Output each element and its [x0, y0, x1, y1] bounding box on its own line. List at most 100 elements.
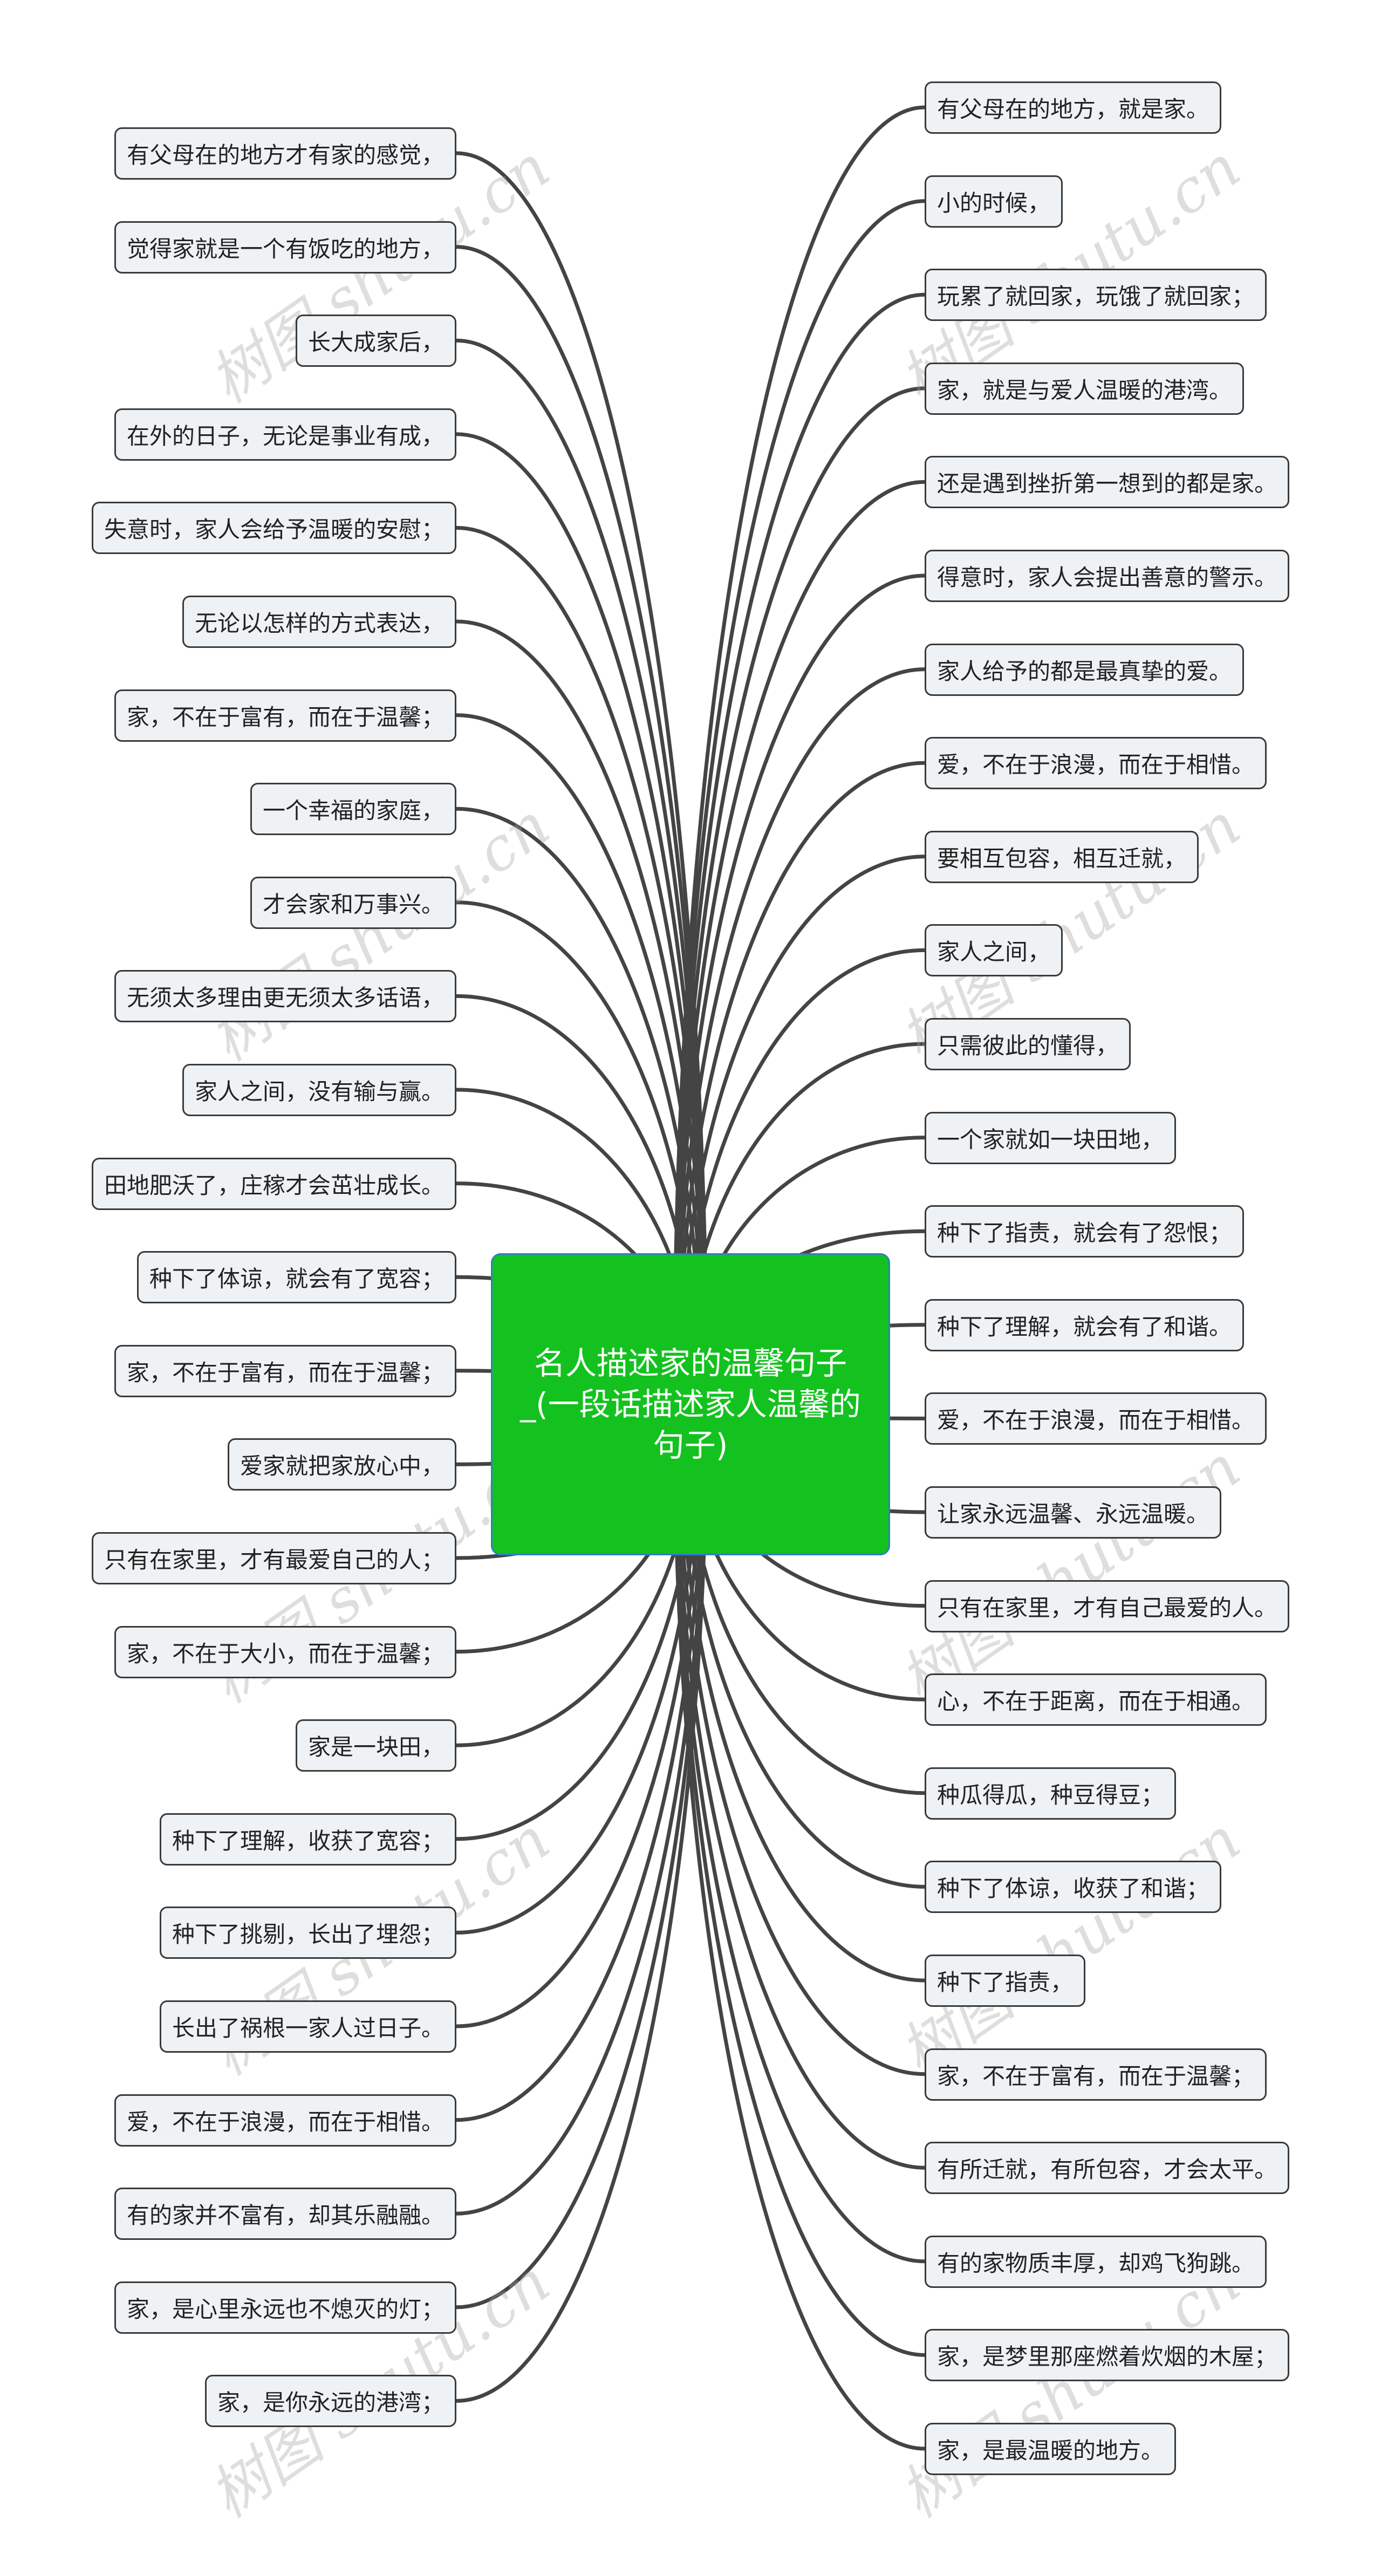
topic-label: 无论以怎样的方式表达，: [194, 610, 444, 637]
topic-label: 只有在家里，才有最爱自己的人；: [104, 1547, 444, 1573]
topic-label: 失意时，家人会给予温暖的安慰；: [104, 516, 444, 543]
right-topic-node[interactable]: 小的时候，: [925, 175, 1063, 228]
right-topic-node[interactable]: 家人之间，: [925, 924, 1063, 977]
topic-label: 种下了体谅，就会有了宽容；: [149, 1266, 444, 1293]
left-topic-node[interactable]: 田地肥沃了，庄稼才会茁壮成长。: [91, 1157, 456, 1210]
topic-label: 一个家就如一块田地，: [937, 1126, 1164, 1153]
topic-label: 家，不在于大小，而在于温馨；: [126, 1640, 444, 1667]
topic-label: 只有在家里，才有自己最爱的人。: [937, 1594, 1277, 1621]
left-topic-node[interactable]: 种下了理解，收获了宽容；: [159, 1813, 456, 1866]
left-topic-node[interactable]: 觉得家就是一个有饭吃的地方，: [114, 221, 456, 274]
topic-label: 家是一块田，: [307, 1734, 444, 1761]
connector-line: [456, 619, 708, 1403]
left-topic-node[interactable]: 爱，不在于浪漫，而在于相惜。: [114, 2094, 456, 2147]
right-topic-node[interactable]: 心，不在于距离，而在于相通。: [925, 1673, 1267, 1726]
right-topic-node[interactable]: 有的家物质丰厚，却鸡飞狗跳。: [925, 2235, 1267, 2288]
topic-label: 得意时，家人会提出善意的警示。: [937, 564, 1277, 591]
topic-label: 种下了理解，收获了宽容；: [172, 1827, 444, 1854]
left-topic-node[interactable]: 家是一块田，: [295, 1719, 456, 1772]
right-topic-node[interactable]: 一个家就如一块田地，: [925, 1111, 1177, 1164]
left-topic-node[interactable]: 在外的日子，无论是事业有成，: [114, 408, 456, 461]
topic-label: 有的家并不富有，却其乐融融。: [126, 2202, 444, 2229]
right-topic-node[interactable]: 还是遇到挫折第一想到的都是家。: [925, 456, 1290, 509]
central-topic-label: 名人描述家的温馨句子_(一段话描述家人温馨的句子): [520, 1345, 861, 1464]
topic-label: 爱，不在于浪漫，而在于相惜。: [937, 751, 1255, 778]
right-topic-node[interactable]: 让家永远温馨、永远温暖。: [925, 1486, 1222, 1539]
right-topic-node[interactable]: 种下了理解，就会有了和谐。: [925, 1299, 1245, 1351]
left-topic-node[interactable]: 一个幸福的家庭，: [250, 783, 456, 836]
right-topic-node[interactable]: 家，就是与爱人温暖的港湾。: [925, 362, 1245, 415]
left-topic-node[interactable]: 家人之间，没有输与赢。: [182, 1064, 456, 1116]
topic-label: 种下了理解，就会有了和谐。: [937, 1313, 1232, 1340]
right-topic-node[interactable]: 家，不在于富有，而在于温馨；: [925, 2048, 1267, 2101]
topic-label: 种下了指责，: [937, 1969, 1074, 1996]
topic-label: 玩累了就回家，玩饿了就回家；: [937, 283, 1255, 310]
right-topic-node[interactable]: 种瓜得瓜，种豆得豆；: [925, 1767, 1177, 1820]
topic-label: 有所迁就，有所包容，才会太平。: [937, 2156, 1277, 2183]
topic-label: 家，不在于富有，而在于温馨；: [126, 703, 444, 730]
left-topic-node[interactable]: 长大成家后，: [295, 315, 456, 367]
central-topic[interactable]: 名人描述家的温馨句子_(一段话描述家人温馨的句子): [491, 1253, 890, 1555]
left-topic-node[interactable]: 才会家和万事兴。: [250, 876, 456, 929]
topic-label: 让家永远温馨、永远温暖。: [937, 1501, 1209, 1527]
topic-label: 才会家和万事兴。: [262, 891, 444, 918]
topic-label: 家，是最温暖的地方。: [937, 2437, 1164, 2464]
right-topic-node[interactable]: 有所迁就，有所包容，才会太平。: [925, 2142, 1290, 2195]
topic-label: 家，不在于富有，而在于温馨；: [126, 1359, 444, 1386]
right-topic-node[interactable]: 家，是梦里那座燃着炊烟的木屋；: [925, 2329, 1290, 2382]
right-topic-node[interactable]: 家，是最温暖的地方。: [925, 2423, 1177, 2475]
left-topic-node[interactable]: 种下了体谅，就会有了宽容；: [136, 1251, 456, 1304]
topic-label: 家人给予的都是最真挚的爱。: [937, 658, 1232, 685]
topic-label: 有的家物质丰厚，却鸡飞狗跳。: [937, 2250, 1255, 2277]
topic-label: 家，不在于富有，而在于温馨；: [937, 2062, 1255, 2089]
topic-label: 家人之间，没有输与赢。: [194, 1078, 444, 1105]
connector-line: [675, 1402, 925, 2076]
left-topic-node[interactable]: 家，不在于富有，而在于温馨；: [114, 1344, 456, 1397]
topic-label: 还是遇到挫折第一想到的都是家。: [937, 470, 1277, 497]
topic-label: 爱，不在于浪漫，而在于相惜。: [937, 1407, 1255, 1434]
topic-label: 有父母在的地方才有家的感觉，: [126, 142, 444, 168]
right-topic-node[interactable]: 有父母在的地方，就是家。: [925, 81, 1222, 134]
connector-line: [673, 1402, 925, 2170]
topic-label: 家，是你永远的港湾；: [217, 2389, 444, 2416]
left-topic-node[interactable]: 无须太多理由更无须太多话语，: [114, 970, 456, 1023]
left-topic-node[interactable]: 家，是心里永远也不熄灭的灯；: [114, 2281, 456, 2334]
topic-label: 要相互包容，相互迁就，: [937, 845, 1187, 872]
right-topic-node[interactable]: 爱，不在于浪漫，而在于相惜。: [925, 1392, 1267, 1445]
right-topic-node[interactable]: 只有在家里，才有自己最爱的人。: [925, 1580, 1290, 1632]
right-topic-node[interactable]: 要相互包容，相互迁就，: [925, 830, 1199, 883]
right-topic-node[interactable]: 家人给予的都是最真挚的爱。: [925, 643, 1245, 696]
left-topic-node[interactable]: 有父母在的地方才有家的感觉，: [114, 127, 456, 180]
topic-label: 家人之间，: [937, 939, 1051, 966]
right-topic-node[interactable]: 玩累了就回家，玩饿了就回家；: [925, 269, 1267, 322]
left-topic-node[interactable]: 种下了挑剔，长出了埋怨；: [159, 1907, 456, 1959]
topic-label: 只需彼此的懂得，: [937, 1033, 1119, 1059]
topic-label: 种下了挑剔，长出了埋怨；: [172, 1921, 444, 1948]
left-topic-node[interactable]: 爱家就把家放心中，: [227, 1438, 456, 1491]
right-topic-node[interactable]: 得意时，家人会提出善意的警示。: [925, 550, 1290, 602]
left-topic-node[interactable]: 家，不在于大小，而在于温馨；: [114, 1625, 456, 1678]
left-topic-node[interactable]: 只有在家里，才有最爱自己的人；: [91, 1532, 456, 1584]
left-topic-node[interactable]: 家，是你永远的港湾；: [204, 2375, 456, 2428]
left-topic-node[interactable]: 家，不在于富有，而在于温馨；: [114, 689, 456, 742]
topic-label: 一个幸福的家庭，: [262, 797, 444, 824]
connector-line: [674, 667, 925, 1403]
left-topic-node[interactable]: 无论以怎样的方式表达，: [182, 596, 456, 648]
left-topic-node[interactable]: 失意时，家人会给予温暖的安慰；: [91, 502, 456, 555]
left-topic-node[interactable]: 有的家并不富有，却其乐融融。: [114, 2188, 456, 2240]
topic-label: 长大成家后，: [307, 329, 444, 356]
left-topic-node[interactable]: 长出了祸根一家人过日子。: [159, 2000, 456, 2053]
right-topic-node[interactable]: 爱，不在于浪漫，而在于相惜。: [925, 737, 1267, 790]
connector-line: [672, 573, 925, 1403]
right-topic-node[interactable]: 种下了体谅，收获了和谐；: [925, 1861, 1222, 1914]
topic-label: 种下了体谅，收获了和谐；: [937, 1875, 1209, 1902]
connector-line: [672, 1402, 925, 2451]
topic-label: 田地肥沃了，庄稼才会茁壮成长。: [104, 1172, 444, 1199]
topic-label: 种下了指责，就会有了怨恨；: [937, 1220, 1232, 1247]
right-topic-node[interactable]: 只需彼此的懂得，: [925, 1018, 1131, 1070]
right-topic-node[interactable]: 种下了指责，就会有了怨恨；: [925, 1205, 1245, 1258]
connector-line: [456, 245, 709, 1403]
topic-label: 觉得家就是一个有饭吃的地方，: [126, 235, 444, 262]
topic-label: 在外的日子，无论是事业有成，: [126, 422, 444, 449]
right-topic-node[interactable]: 种下了指责，: [925, 1955, 1086, 2007]
